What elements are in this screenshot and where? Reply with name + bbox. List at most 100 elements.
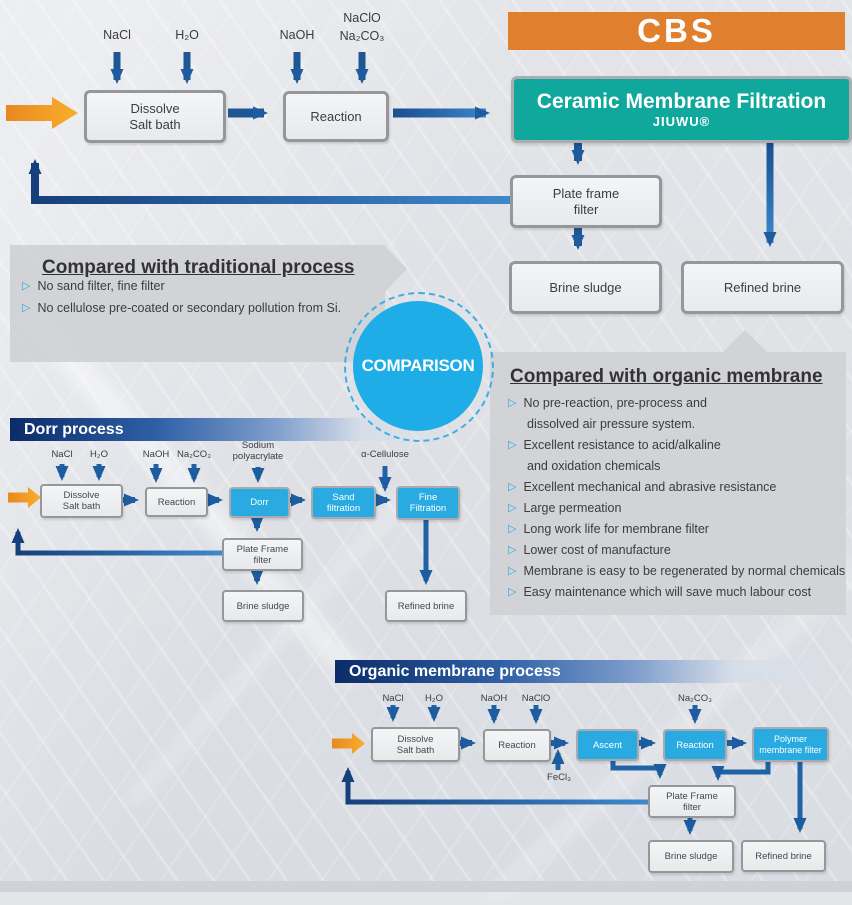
traditional-bullet-1-text: No sand filter, fine filter bbox=[37, 279, 165, 293]
dorr-dissolve-box: Dissolve Salt bath bbox=[40, 484, 123, 518]
bullet-triangle-icon: ▷ bbox=[508, 586, 517, 598]
organic-reaction-box: Reaction bbox=[483, 729, 551, 762]
organic-input-naoh: NaOH bbox=[480, 693, 508, 704]
comparison-dashed-ring bbox=[344, 292, 494, 442]
organic-compare-panel bbox=[490, 352, 846, 615]
organic-refined-brine-box: Refined brine bbox=[741, 840, 826, 872]
organic-dissolve-box: Dissolve Salt bath bbox=[371, 727, 460, 762]
dorr-dissolve-line2: Salt bath bbox=[62, 501, 101, 512]
organic-bullet-text: No pre-reaction, pre-process and bbox=[523, 396, 707, 410]
organic-bullet-row: ▷ Lower cost of manufacture bbox=[508, 543, 671, 557]
organic-refined-brine-label: Refined brine bbox=[755, 850, 812, 862]
organic-bullet-text: and oxidation chemicals bbox=[527, 459, 661, 473]
organic-process-banner: Organic membrane process bbox=[335, 660, 846, 683]
bullet-triangle-icon: ▷ bbox=[508, 397, 517, 409]
dorr-reaction-box: Reaction bbox=[145, 487, 208, 517]
organic-input-fecl3: FeCl₃ bbox=[547, 772, 571, 783]
dorr-input-nacl: NaCl bbox=[51, 449, 73, 460]
feed-arrow bbox=[6, 97, 78, 129]
bullet-triangle-icon: ▷ bbox=[508, 481, 517, 493]
organic-reaction2-label: Reaction bbox=[676, 739, 714, 751]
traditional-panel-arrow-tip bbox=[385, 246, 407, 292]
organic-bullet-text: Membrane is easy to be regenerated by no… bbox=[523, 564, 846, 578]
bullet-triangle-icon: ▷ bbox=[22, 280, 31, 292]
dorr-brine-sludge-label: Brine sludge bbox=[236, 600, 290, 612]
comparison-label: COMPARISON bbox=[361, 356, 475, 375]
organic-bullet-row: ▷ No pre-reaction, pre-process and bbox=[508, 396, 707, 410]
dorr-brine-sludge-box: Brine sludge bbox=[222, 590, 304, 622]
dorr-input-h2o: H₂O bbox=[90, 449, 108, 460]
organic-plate-line2: filter bbox=[683, 801, 701, 813]
organic-polymer-line1: Polymer bbox=[773, 733, 807, 744]
cbs-dissolve-line2: Salt bath bbox=[129, 116, 181, 132]
cbs-input-na2co3: Na₂CO₃ bbox=[339, 29, 385, 43]
cbs-input-naoh: NaOH bbox=[279, 28, 315, 42]
dorr-sand-line1: Sand bbox=[332, 491, 355, 503]
dorr-input-na2co3: Na₂CO₃ bbox=[177, 449, 211, 460]
feed-arrow bbox=[332, 733, 365, 754]
dorr-fine-line1: Fine bbox=[418, 492, 438, 503]
dorr-dissolve-line1: Dissolve bbox=[63, 490, 100, 501]
dorr-input-cellulose: α-Cellulose bbox=[361, 449, 409, 460]
organic-bullet-text: Large permeation bbox=[523, 501, 622, 515]
traditional-heading: Compared with traditional process bbox=[42, 257, 355, 278]
dorr-input-sodium-line2: polyacrylate bbox=[232, 450, 284, 462]
traditional-panel bbox=[10, 245, 385, 362]
organic-bullet-row: ▷Easy maintenance which will save much l… bbox=[508, 585, 811, 599]
organic-brine-sludge-label: Brine sludge bbox=[664, 851, 718, 862]
organic-compare-heading: Compared with organic membrane bbox=[510, 366, 823, 387]
cbs-arrows bbox=[6, 52, 777, 250]
organic-compare-panel-notch bbox=[723, 330, 767, 352]
organic-bullet-row: ▷ Large permeation bbox=[508, 501, 621, 515]
bullet-triangle-icon: ▷ bbox=[508, 502, 517, 514]
traditional-bullet-2: ▷No cellulose pre-coated or secondary po… bbox=[22, 301, 341, 315]
dorr-input-sodium-polyacrylate: Sodium polyacrylate bbox=[223, 440, 293, 462]
bullet-triangle-icon: ▷ bbox=[508, 544, 517, 556]
organic-plate-frame-box: Plate Frame filter bbox=[648, 785, 736, 818]
cbs-reaction-box: Reaction bbox=[283, 91, 389, 142]
organic-ascent-box: Ascent bbox=[576, 729, 639, 761]
dorr-sand-line2: filtration bbox=[326, 502, 361, 514]
dorr-box-label: Dorr bbox=[250, 497, 269, 508]
cbs-brine-sludge-label: Brine sludge bbox=[549, 279, 622, 295]
organic-input-h2o: H₂O bbox=[425, 693, 443, 704]
organic-dissolve-line2: Salt bath bbox=[396, 744, 435, 756]
dorr-plate-frame-box: Plate Frame filter bbox=[222, 538, 303, 571]
ceramic-membrane-box: Ceramic Membrane Filtration JIUWU® bbox=[511, 76, 852, 143]
organic-bullet-row-cont: dissolved air pressure system. bbox=[527, 417, 695, 431]
dorr-input-naoh: NaOH bbox=[142, 449, 170, 460]
dorr-reaction-label: Reaction bbox=[157, 496, 196, 508]
cbs-banner-label: CBS bbox=[637, 12, 716, 49]
organic-dissolve-line1: Dissolve bbox=[397, 733, 434, 745]
organic-ascent-label: Ascent bbox=[592, 739, 623, 751]
cbs-brine-sludge-box: Brine sludge bbox=[509, 261, 662, 314]
dorr-refined-brine-label: Refined brine bbox=[397, 600, 455, 612]
footer-strip bbox=[0, 881, 852, 892]
bullet-triangle-icon: ▷ bbox=[508, 523, 517, 535]
bullet-triangle-icon: ▷ bbox=[508, 439, 517, 451]
cbs-reaction-label: Reaction bbox=[310, 108, 362, 124]
organic-bullet-text: dissolved air pressure system. bbox=[527, 417, 696, 431]
dorr-plate-line1: Plate Frame bbox=[236, 543, 289, 555]
dorr-plate-line2: filter bbox=[253, 554, 272, 566]
bullet-triangle-icon: ▷ bbox=[508, 565, 517, 577]
dorr-process-banner: Dorr process bbox=[10, 418, 462, 441]
cbs-refined-brine-box: Refined brine bbox=[681, 261, 844, 314]
organic-brine-sludge-box: Brine sludge bbox=[648, 840, 734, 873]
cbs-input-nacl: NaCl bbox=[103, 28, 131, 42]
cbs-refined-brine-label: Refined brine bbox=[723, 279, 802, 295]
organic-bullet-text: Excellent resistance to acid/alkaline bbox=[523, 438, 721, 452]
cbs-plate-line2: filter bbox=[573, 201, 599, 217]
organic-polymer-line2: membrane filter bbox=[759, 744, 822, 755]
organic-bullet-text: Excellent mechanical and abrasive resist… bbox=[523, 480, 777, 494]
dorr-fine-filtration-box: Fine Filtration bbox=[396, 486, 460, 520]
organic-input-na2co3: Na₂CO₃ bbox=[678, 693, 712, 704]
organic-bullet-text: Lower cost of manufacture bbox=[523, 543, 671, 557]
organic-bullet-row: ▷Long work life for membrane filter bbox=[508, 522, 709, 536]
cbs-dissolve-line1: Dissolve bbox=[130, 100, 180, 116]
cbs-plate-line1: Plate frame bbox=[552, 185, 620, 201]
organic-bullet-row: ▷ Membrane is easy to be regenerated by n… bbox=[508, 564, 845, 578]
cbs-input-h2o: H₂O bbox=[175, 28, 199, 42]
cbs-dissolve-box: Dissolve Salt bath bbox=[84, 90, 226, 143]
